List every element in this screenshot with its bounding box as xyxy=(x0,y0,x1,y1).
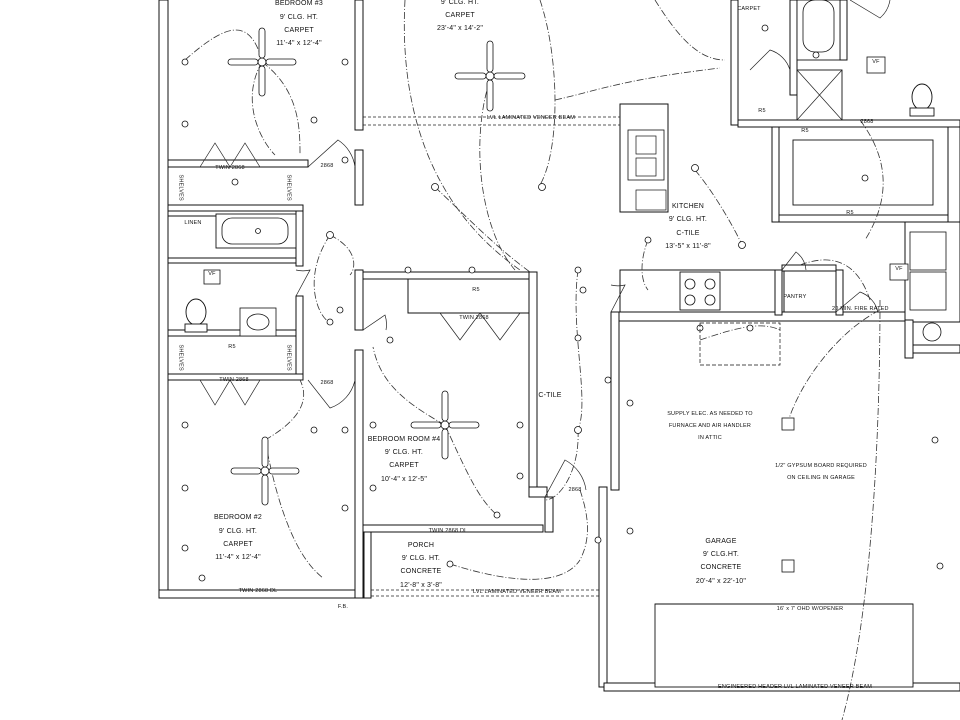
porch-beam-label: LVL LAMINATED VENEER BEAM xyxy=(472,589,562,595)
vf-hall: VF xyxy=(208,271,216,277)
range xyxy=(679,271,721,311)
shelves-left: SHELVES xyxy=(177,174,184,201)
r5-master-bath: R5 xyxy=(846,210,854,216)
shower xyxy=(796,69,843,121)
r5-hall: R5 xyxy=(228,344,236,350)
bedroom3-name: BEDROOM #3 xyxy=(275,0,323,7)
garage-door-label: 16' x 7' OHD W/OPENER xyxy=(776,606,844,612)
door-swings xyxy=(199,0,891,498)
garage-ceiling: 9' CLG.HT. xyxy=(702,551,739,558)
twin2868-dl-porch: TWIN 2868 DL xyxy=(428,528,468,534)
door-2868-bedroom3: 2868 xyxy=(320,163,334,169)
outlets xyxy=(181,24,944,582)
door-2868-hall: 2868 xyxy=(568,487,582,493)
garage-door xyxy=(654,603,914,688)
header-note: ENGINEERED HEADER LVL LAMINATED VENEER B… xyxy=(718,684,872,690)
r5-master-vanity: R5 xyxy=(801,128,809,134)
kitchen-sink xyxy=(627,129,665,181)
bedroom2-ceiling: 9' CLG. HT. xyxy=(218,528,258,535)
kitchen-size: 13'-5" x 11'-8" xyxy=(665,243,711,250)
porch-size: 12'-8" x 3'-8" xyxy=(400,582,442,589)
door-2868-bedroom2: 2868 xyxy=(320,380,334,386)
attic-access xyxy=(699,322,781,366)
furnace-note: SUPPLY ELEC. AS NEEDED TO FURNACE AND AI… xyxy=(667,411,753,441)
bedroom3-size: 11'-4" x 12'-4" xyxy=(276,40,322,47)
washer-dryer xyxy=(909,231,947,311)
bedroom4-ceiling: 9' CLG. HT. xyxy=(384,449,424,456)
living-ceiling: 9' CLG. HT. xyxy=(440,0,480,6)
bedroom4-size: 10'-4" x 12'-5" xyxy=(380,476,428,483)
master-vanity xyxy=(792,139,934,206)
r5-master-closet: R5 xyxy=(758,108,766,114)
vf-laundry: VF xyxy=(895,266,903,272)
bedroom2-name: BEDROOM #2 xyxy=(214,514,262,521)
garage-size: 20'-4" x 22'-10" xyxy=(695,578,747,585)
hall-floor: C-TILE xyxy=(538,392,562,399)
shelves-right: SHELVES xyxy=(285,174,292,201)
sink xyxy=(239,307,277,337)
beam-label: LVL LAMINATED VENEER BEAM xyxy=(486,115,576,121)
living-floor: CARPET xyxy=(445,12,475,19)
shelves-right-2: SHELVES xyxy=(285,344,292,371)
bedroom4-floor: CARPET xyxy=(389,462,419,469)
master-tub xyxy=(796,0,841,61)
fire-door-label: 20 MIN. FIRE RATED xyxy=(832,306,889,312)
garage-floor: CONCRETE xyxy=(700,564,742,571)
toilet xyxy=(184,298,208,333)
door-2868-master: 2868 xyxy=(860,119,874,125)
ceiling-fan-living xyxy=(454,40,526,112)
master-toilet xyxy=(909,83,935,117)
fb-label: F.B. xyxy=(337,604,349,610)
lvl-beam xyxy=(363,116,620,126)
kitchen-ceiling: 9' CLG. HT. xyxy=(668,216,708,223)
bedroom2-floor: CARPET xyxy=(223,541,253,548)
porch-floor: CONCRETE xyxy=(400,568,442,575)
living-size: 23'-4" x 14'-2" xyxy=(436,25,484,32)
pantry-label: PANTRY xyxy=(783,294,807,300)
vf-master: VF xyxy=(872,59,880,65)
r5-bedroom4: R5 xyxy=(472,287,480,293)
bathtub xyxy=(215,213,297,249)
porch-ceiling: 9' CLG. HT. xyxy=(401,555,441,562)
bedroom2-size: 11'-4" x 12'-4" xyxy=(215,554,261,561)
twin2868-bedroom2: TWIN 2868 xyxy=(219,377,249,383)
vents xyxy=(203,56,909,285)
porch-name: PORCH xyxy=(407,542,435,549)
ceiling-fan-bedroom3 xyxy=(227,27,297,97)
kitchen-name: KITCHEN xyxy=(671,203,705,210)
twin2868-dl-bed2: TWIN 2868 DL xyxy=(238,588,278,594)
twin2868-bedroom4: TWIN 2868 xyxy=(459,315,489,321)
wiring xyxy=(184,0,884,720)
bedroom4-name: BEDROOM ROOM #4 xyxy=(367,436,441,443)
twin2868-bedroom3: TWIN 2868 xyxy=(215,165,245,171)
shelves-left-2: SHELVES xyxy=(177,344,184,371)
ceiling-fan-bedroom2 xyxy=(230,436,300,506)
porch-beam xyxy=(371,589,600,597)
ceiling-fan-bedroom4 xyxy=(410,390,480,460)
bedroom3-ceiling: 9' CLG. HT. xyxy=(279,14,319,21)
dishwasher xyxy=(635,189,667,211)
garage-name: GARAGE xyxy=(705,538,737,545)
linen-label: LINEN xyxy=(184,220,202,226)
kitchen-floor: C-TILE xyxy=(676,230,700,237)
bedroom3-floor: CARPET xyxy=(284,27,314,34)
gypsum-note: 1/2" GYPSUM BOARD REQUIRED ON CEILING IN… xyxy=(775,463,867,481)
water-heater xyxy=(922,322,942,342)
master-bath-floor: CARPET xyxy=(737,6,761,12)
